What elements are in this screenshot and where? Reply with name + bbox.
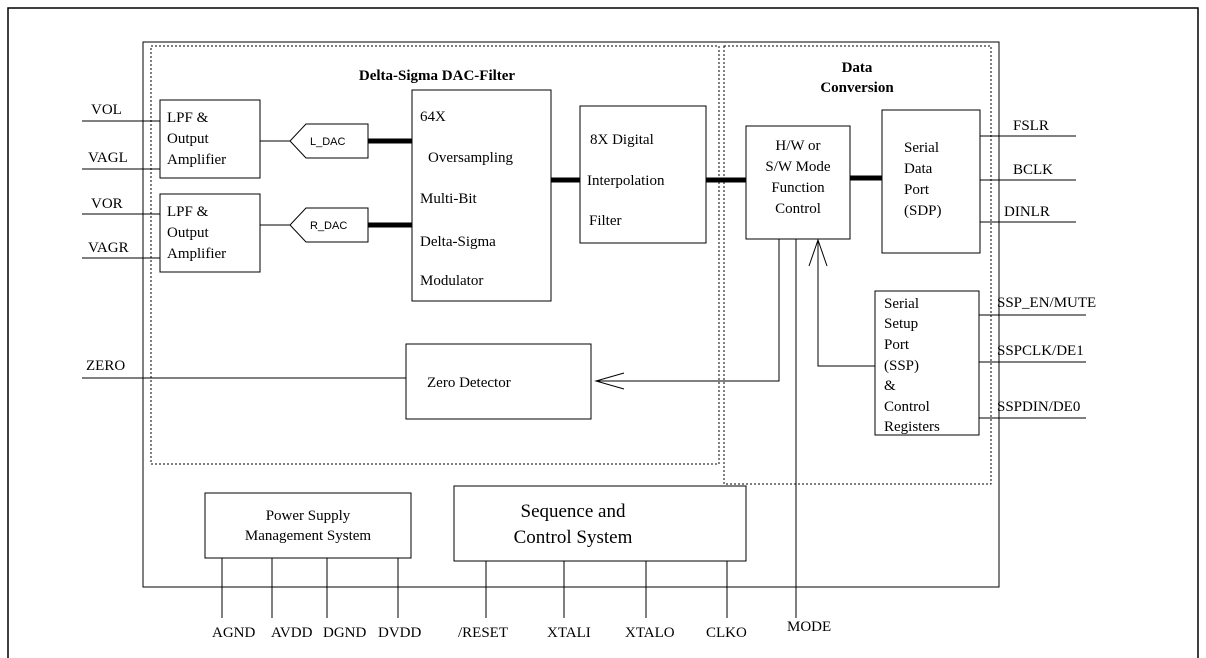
pin-xtalo: XTALO: [625, 625, 675, 641]
mode-control-box: [745, 125, 851, 240]
ssp-line3: Port: [884, 337, 910, 353]
pin-clko: CLKO: [706, 625, 747, 641]
modulator-line1: 64X: [420, 109, 446, 125]
modulator-line5: Modulator: [420, 273, 483, 289]
control-to-zero-line: [596, 239, 780, 382]
dac-filter-region: [150, 45, 720, 465]
ssp-line6: Control: [884, 399, 930, 415]
pin-vagr: VAGR: [88, 240, 129, 256]
ssp-line2: Setup: [884, 316, 918, 332]
lpf-left-line3: Amplifier: [167, 152, 226, 168]
lpf-left-box: [159, 99, 261, 179]
pin-sspclk-de1: SSPCLK/DE1: [997, 343, 1084, 359]
r-dac-shape: [289, 207, 369, 243]
pin-dvdd: DVDD: [378, 625, 421, 641]
sequence-control-box: [453, 485, 747, 562]
ssp-line1: Serial: [884, 296, 919, 312]
pin-reset: /RESET: [458, 625, 508, 641]
pin-xtali: XTALI: [547, 625, 591, 641]
mode-control-line2: S/W Mode: [765, 159, 830, 175]
modulator-line4: Delta-Sigma: [420, 234, 496, 250]
power-supply-line1: Power Supply: [266, 508, 351, 524]
sequence-control-line1: Sequence and: [521, 501, 626, 522]
ssp-to-control-line: [817, 240, 875, 367]
zero-detector-label: Zero Detector: [427, 375, 511, 391]
sdp-line3: Port: [904, 182, 930, 198]
r-dac-label: R_DAC: [310, 220, 347, 232]
zero-detector-box: [405, 343, 592, 420]
sdp-line4: (SDP): [904, 203, 942, 219]
sdp-line1: Serial: [904, 140, 939, 156]
sequence-control-line2: Control System: [514, 527, 633, 548]
pin-avdd: AVDD: [271, 625, 313, 641]
pin-sspdin-de0: SSPDIN/DE0: [997, 399, 1080, 415]
interpolation-line3: Filter: [589, 213, 622, 229]
ssp-line4: (SSP): [884, 358, 919, 374]
data-conversion-title-1: Data: [842, 60, 873, 76]
pin-vol: VOL: [91, 102, 122, 118]
pin-fslr: FSLR: [1013, 118, 1049, 134]
pin-dgnd: DGND: [323, 625, 366, 641]
mode-control-line4: Control: [775, 201, 821, 217]
pin-bclk: BCLK: [1013, 162, 1053, 178]
zero-arrowhead: [594, 372, 625, 390]
ssp-line5: &: [884, 378, 896, 394]
lpf-left-line1: LPF &: [167, 110, 209, 126]
sdp-box: [881, 109, 981, 254]
sdp-line2: Data: [904, 161, 933, 177]
lpf-left-line2: Output: [167, 131, 210, 147]
ssp-arrowhead: [808, 238, 828, 267]
l-dac-label: L_DAC: [310, 136, 346, 148]
ssp-line7: Registers: [884, 419, 940, 435]
data-conversion-region: [723, 45, 992, 485]
power-supply-line2: Management System: [245, 528, 372, 544]
mode-control-line3: Function: [771, 180, 825, 196]
modulator-line3: Multi-Bit: [420, 191, 478, 207]
lpf-right-line2: Output: [167, 225, 210, 241]
diagram-frame: [7, 7, 1199, 658]
pin-zero: ZERO: [86, 358, 125, 374]
pin-vor: VOR: [91, 196, 123, 212]
l-dac-shape: [289, 123, 369, 159]
dac-filter-title: Delta-Sigma DAC-Filter: [359, 68, 516, 84]
power-supply-box: [204, 492, 412, 559]
interpolation-box: [579, 105, 707, 244]
pin-agnd: AGND: [212, 625, 255, 641]
modulator-line2: Oversampling: [428, 150, 513, 166]
lpf-right-line3: Amplifier: [167, 246, 226, 262]
lpf-right-box: [159, 193, 261, 273]
mode-control-line1: H/W or: [775, 138, 820, 154]
modulator-box: [411, 89, 552, 302]
pin-dinlr: DINLR: [1004, 204, 1050, 220]
pin-ssp-en-mute: SSP_EN/MUTE: [997, 295, 1096, 311]
interpolation-line2: Interpolation: [587, 173, 665, 189]
pin-mode: MODE: [787, 619, 831, 635]
interpolation-line1: 8X Digital: [590, 132, 654, 148]
pin-vagl: VAGL: [88, 150, 128, 166]
ssp-box: [874, 290, 980, 436]
lpf-right-line1: LPF &: [167, 204, 209, 220]
data-conversion-title-2: Conversion: [820, 80, 894, 96]
